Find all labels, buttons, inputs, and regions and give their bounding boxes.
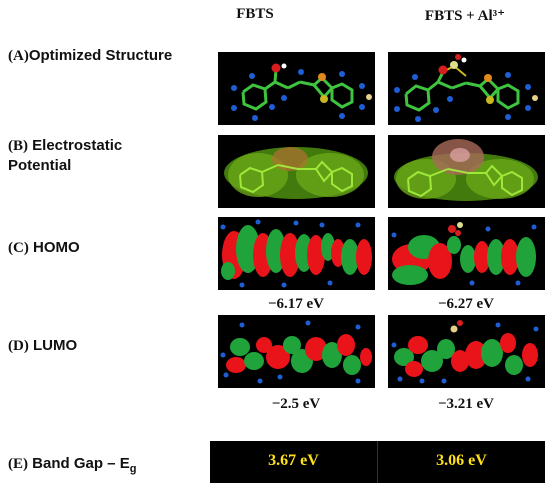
row-prefix: (C) — [8, 240, 29, 256]
optimized-structure-fbts-panel — [218, 52, 375, 125]
molecule-ball-stick-fbts-al — [394, 54, 538, 122]
column-header-fbts-al: FBTS + Al³⁺ — [424, 8, 506, 24]
row-prefix: (A) — [8, 48, 29, 64]
row-label-homo: (C) HOMO — [8, 238, 80, 258]
row-text: LUMO — [33, 337, 78, 354]
optimized-structure-fbts-al-panel — [388, 52, 545, 125]
electrostatic-potential-fbts-panel — [218, 135, 375, 208]
lumo-orbital-fbts-panel — [218, 315, 375, 388]
row-label-electrostatic-potential: (B) Electrostatic Potential — [8, 136, 158, 175]
lumo-orbital-fbts-al-panel — [388, 315, 545, 388]
row-text: Band Gap – E — [32, 455, 130, 472]
row-label-lumo: (D) LUMO — [8, 336, 77, 356]
homo-orbital-fbts-panel — [218, 217, 375, 290]
lumo-energy-fbts-al: −3.21 eV — [437, 396, 495, 412]
band-gap-bar: 3.67 eV 3.06 eV — [210, 441, 545, 483]
row-prefix: (B) — [8, 138, 28, 154]
row-text: Electrostatic Potential — [8, 137, 123, 174]
homo-orbital-fbts-al — [391, 222, 537, 286]
lumo-energy-fbts: −2.5 eV — [271, 396, 321, 412]
lumo-orbital-fbts-al — [391, 320, 539, 384]
row-label-band-gap: (E) Band Gap – Eg — [8, 454, 136, 479]
band-gap-divider — [377, 441, 378, 483]
lumo-orbital-fbts — [220, 320, 372, 384]
row-prefix: (E) — [8, 456, 28, 472]
electrostatic-surface-fbts-al — [394, 139, 538, 201]
row-prefix: (D) — [8, 338, 29, 354]
homo-orbital-fbts — [220, 219, 372, 288]
band-gap-fbts: 3.67 eV — [268, 452, 319, 469]
row-text: Optimized Structure — [28, 47, 173, 64]
homo-orbital-fbts-al-panel — [388, 217, 545, 290]
electrostatic-surface-fbts — [224, 147, 368, 199]
row-label-optimized-structure: (A)Optimized Structure — [8, 46, 172, 66]
row-text: HOMO — [33, 239, 80, 256]
molecule-ball-stick-fbts — [231, 63, 372, 121]
band-gap-fbts-al: 3.06 eV — [436, 452, 487, 469]
column-header-fbts: FBTS — [236, 6, 274, 22]
homo-energy-fbts: −6.17 eV — [267, 296, 325, 312]
electrostatic-potential-fbts-al-panel — [388, 135, 545, 208]
row-subscript: g — [129, 463, 137, 475]
homo-energy-fbts-al: −6.27 eV — [437, 296, 495, 312]
